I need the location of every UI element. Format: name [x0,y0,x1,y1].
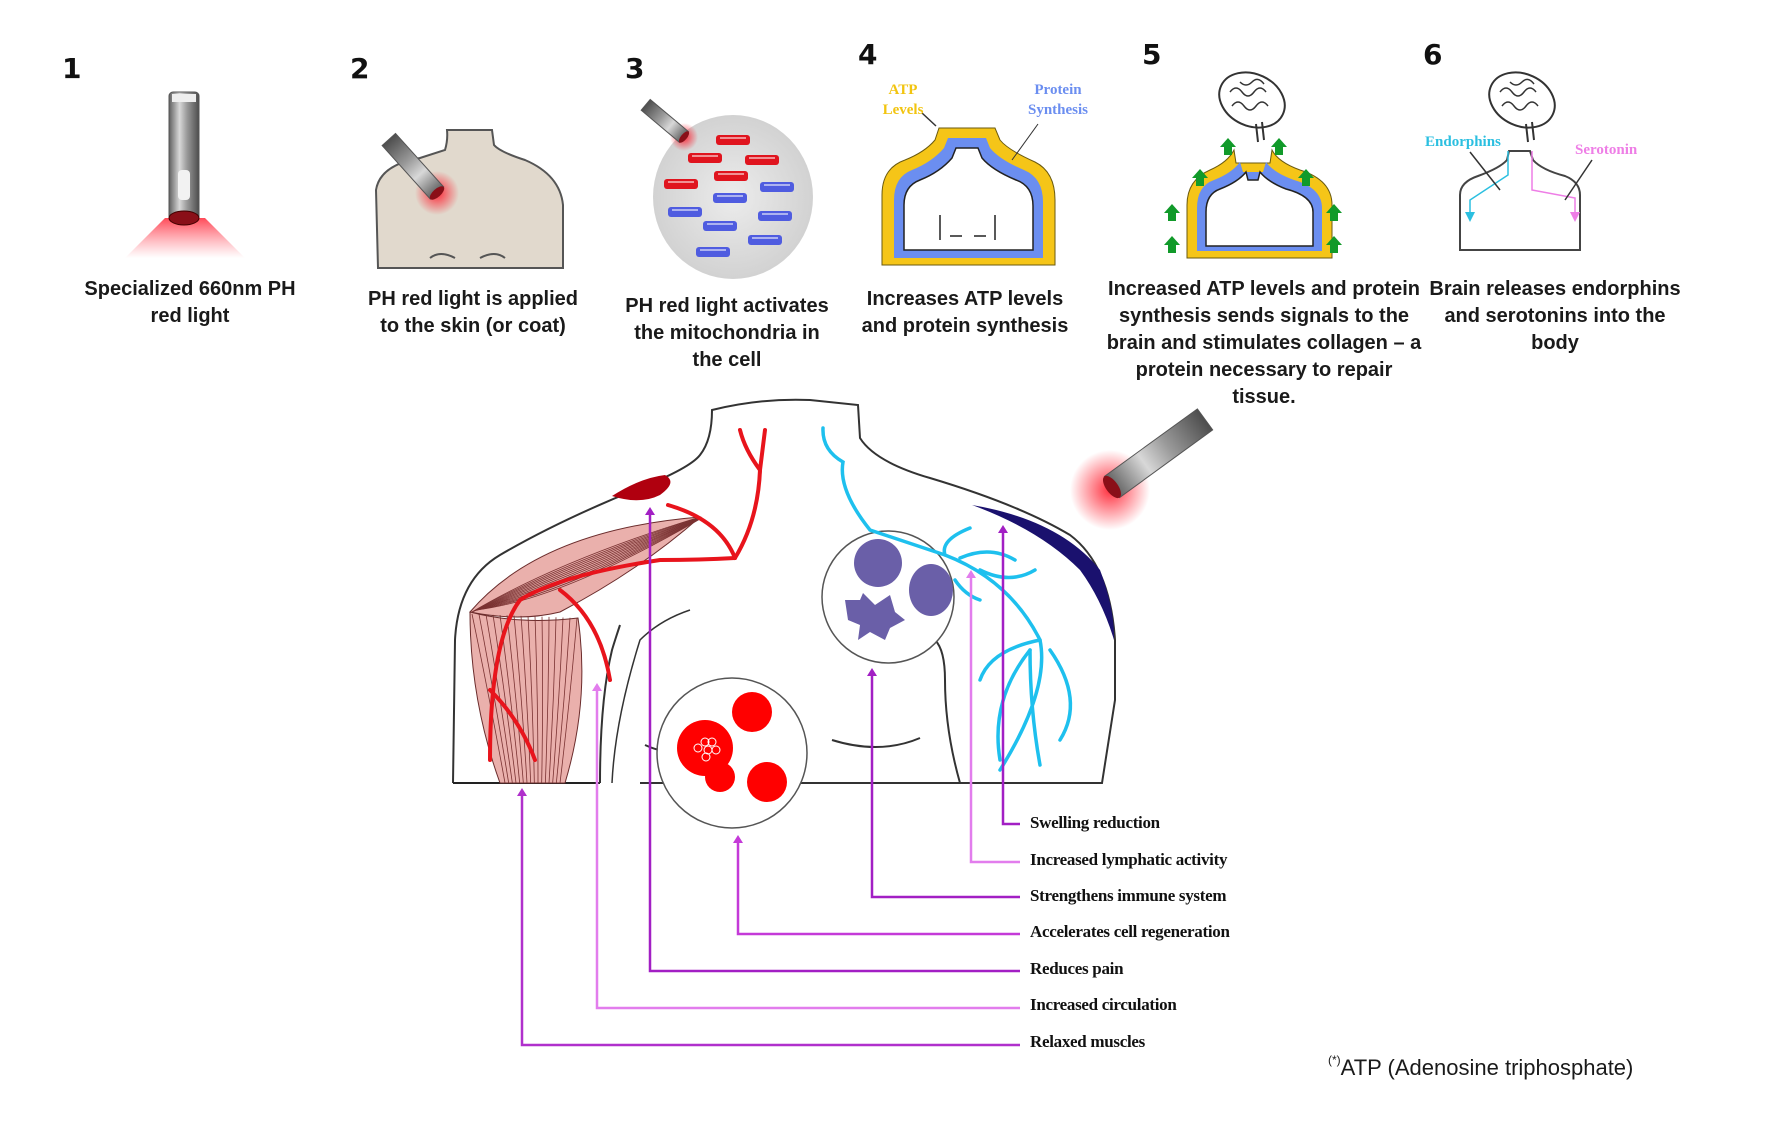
benefit-connector-line [648,513,1020,973]
lymphatic-vessels [821,426,1073,772]
cell-regeneration-circle [656,677,808,829]
benefit-connector-line [870,674,1020,899]
atp-footnote: (*)ATP (Adenosine triphosphate) [1328,1053,1634,1081]
mitochondrion [703,221,737,231]
arrowhead-icon [645,507,655,515]
up-arrow-icon [1192,169,1208,186]
up-arrow-icon [1271,138,1287,155]
step-5-collagen-icon [1164,71,1342,259]
step-6-hormones-icon [1459,71,1593,251]
mitochondrion [758,211,792,221]
step-2-number: 2 [350,52,370,85]
mitochondrion [713,193,747,203]
benefit-label: Relaxed muscles [1030,1032,1145,1051]
benefit-connector-line [736,841,1020,936]
blood-vessels [488,428,767,762]
brain-icon [1218,71,1286,143]
arrowhead-icon [517,788,527,796]
brain-icon [1488,71,1556,143]
benefit-label: Swelling reduction [1030,813,1160,832]
up-arrow-icon [1164,236,1180,253]
step-1-caption: Specialized 660nm PH red light [84,278,296,327]
torso-outline [452,398,1116,784]
benefit-label: Increased circulation [1030,995,1177,1014]
serotonin-label: Serotonin [1575,142,1638,158]
benefit-connector-line [520,794,1020,1047]
step-4-number: 4 [858,38,878,71]
mitochondrion [696,247,730,257]
laser-pointer-icon [1070,408,1214,530]
step-5-caption: Increased ATP levels and protein synthes… [1106,278,1422,408]
main-torso-diagram [452,398,1214,1047]
step-2-caption: PH red light is applied to the skin (or … [367,288,579,337]
pain-spot [612,475,671,501]
benefit-connector-line [595,689,1020,1010]
arrowhead-icon [592,683,602,691]
green-arrow-icons [1164,138,1342,253]
protein-synthesis-label: Protein Synthesis [1027,82,1089,118]
swelling-band [972,505,1115,640]
step-6-number: 6 [1423,38,1443,71]
up-arrow-icon [1298,169,1314,186]
arrowhead-icon [733,835,743,843]
step-1-flashlight-icon [125,91,245,258]
step-4-atp-torso-icon [881,112,1056,266]
step-6-caption: Brain releases endorphins and serotonins… [1429,278,1681,354]
benefit-label: Increased lymphatic activity [1030,850,1228,869]
up-arrow-icon [1164,204,1180,221]
mitochondrion [748,235,782,245]
atp-levels-label: ATP Levels [882,82,924,118]
mitochondrion [716,135,750,145]
immune-cells-circle [821,530,955,664]
footnote-text: ATP (Adenosine triphosphate) [1340,1055,1634,1080]
mitochondrion [714,171,748,181]
step-4-caption: Increases ATP levels and protein synthes… [861,288,1069,337]
step-3-number: 3 [625,52,645,85]
mitochondrion [664,179,698,189]
step-2-torso-icon [374,129,564,269]
benefit-label: Accelerates cell regeneration [1030,922,1230,941]
up-arrow-icon [1326,204,1342,221]
step-3-caption: PH red light activates the mitochondria … [625,295,829,371]
mitochondrion [745,155,779,165]
mitochondrion [668,207,702,217]
up-arrow-icon [1326,236,1342,253]
footnote-marker: (*) [1328,1053,1341,1067]
step-3-cell-icon [640,98,813,279]
step-1-number: 1 [62,52,82,85]
mitochondrion [760,182,794,192]
endorphins-label: Endorphins [1425,134,1501,150]
up-arrow-icon [1220,138,1236,155]
benefit-label: Reduces pain [1030,959,1124,978]
arrowhead-icon [867,668,877,676]
mitochondrion [688,153,722,163]
arrowhead-icon [966,570,976,578]
benefit-label: Strengthens immune system [1030,886,1227,905]
step-5-number: 5 [1142,38,1162,71]
benefit-connector-line [1001,531,1020,826]
arrowhead-icon [998,525,1008,533]
benefit-connector-line [969,576,1020,864]
